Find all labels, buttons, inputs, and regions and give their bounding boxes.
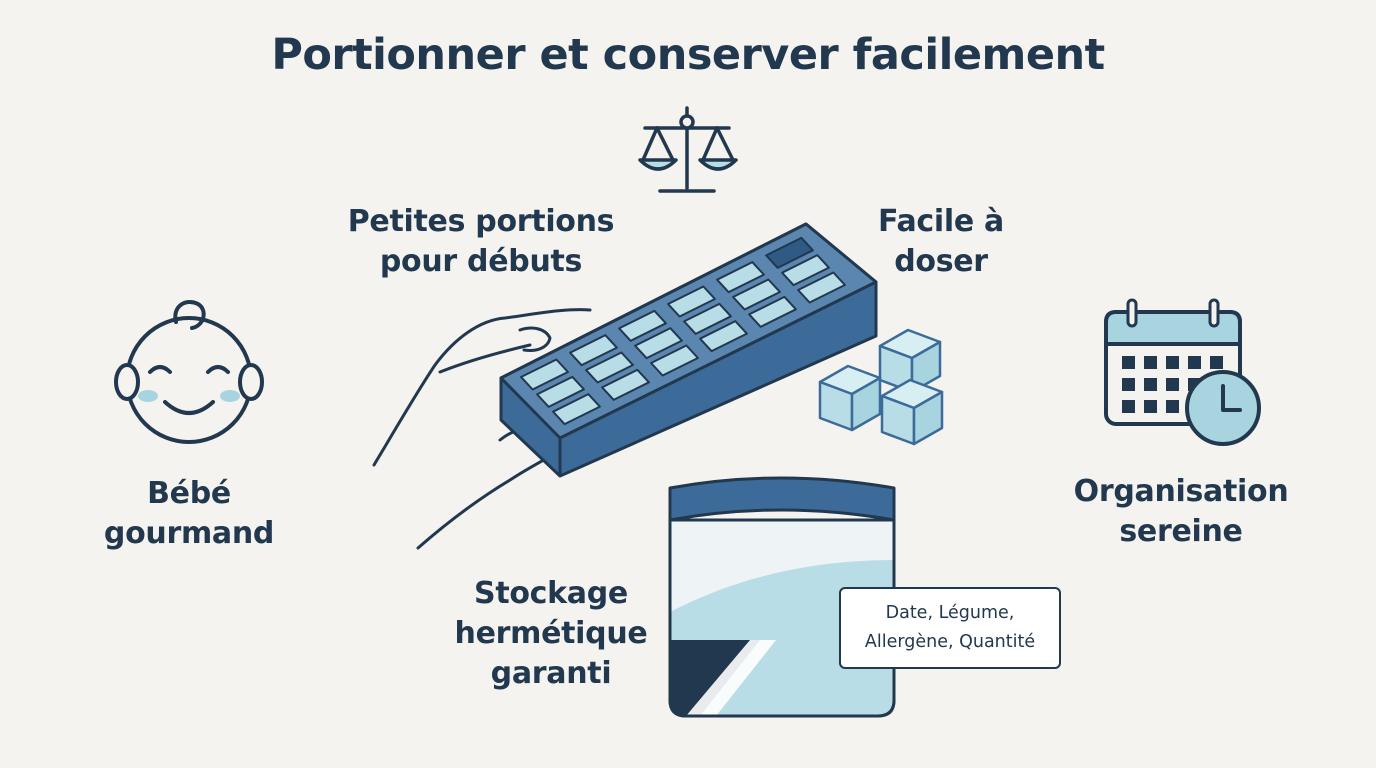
organisation-label-line-1: Organisation [1073,474,1289,509]
storage-label-line-1: Stockage [474,576,628,611]
tray-cell [520,358,569,391]
page-title: Portionner et conserver facilement [271,30,1105,80]
calendar-clock-icon [1104,298,1261,446]
baby-label-line-2: gourmand [103,516,275,551]
tray-cell [601,368,650,401]
freezer-bag-icon [668,476,896,718]
calendar-day [1166,400,1179,413]
tray-cells [520,236,846,426]
tray-cell [536,375,585,408]
storage-label-line-3: garanti [490,656,612,691]
tray-cell [699,320,748,353]
calendar-day [1122,356,1135,369]
tray-cell [667,285,716,318]
calendar-day [1122,400,1135,413]
bag-label-tag: Date, Légume, Allergène, Quantité [839,587,1061,669]
organisation-label: Organisation sereine [1056,472,1306,552]
calendar-day [1144,378,1157,391]
tray-cell [634,327,683,360]
tray-cell [781,254,830,287]
calendar-day [1166,356,1179,369]
calendar-day [1144,400,1157,413]
dosage-label-line-2: doser [894,244,988,279]
tray-cell [732,278,781,311]
calendar-day [1166,378,1179,391]
portions-label-line-1: Petites portions [347,204,615,239]
tray-cell [618,309,667,342]
dosage-label: Facile à doser [856,202,1026,282]
hand-icon [372,308,592,550]
baby-face-icon [114,300,264,444]
storage-label-line-2: hermétique [454,616,648,651]
tray-cell [716,261,765,294]
ice-cube-tray-icon [499,222,878,478]
tray-cell [765,236,814,269]
bag-label-line-1: Date, Légume, [885,603,1015,623]
calendar-day [1144,356,1157,369]
tray-cell [683,302,732,335]
tray-cell [748,295,797,328]
storage-label: Stockage hermétique garanti [436,574,666,694]
portions-label-line-2: pour débuts [379,244,583,279]
tray-cell [797,271,846,304]
calendar-day [1122,378,1135,391]
dosage-label-line-1: Facile à [878,204,1004,239]
tray-cell [585,351,634,384]
bag-label-line-2: Allergène, Quantité [864,632,1036,652]
tray-cell [650,344,699,377]
calendar-day [1188,356,1201,369]
ice-cubes-icon [818,328,944,446]
tray-cell [552,393,601,426]
baby-label-line-1: Bébé [147,476,231,511]
portions-label: Petites portions pour débuts [326,202,636,282]
calendar-day [1210,356,1223,369]
baby-label: Bébé gourmand [89,474,289,554]
organisation-label-line-2: sereine [1119,514,1243,549]
scale-icon [638,106,738,193]
tray-cell [569,334,618,367]
